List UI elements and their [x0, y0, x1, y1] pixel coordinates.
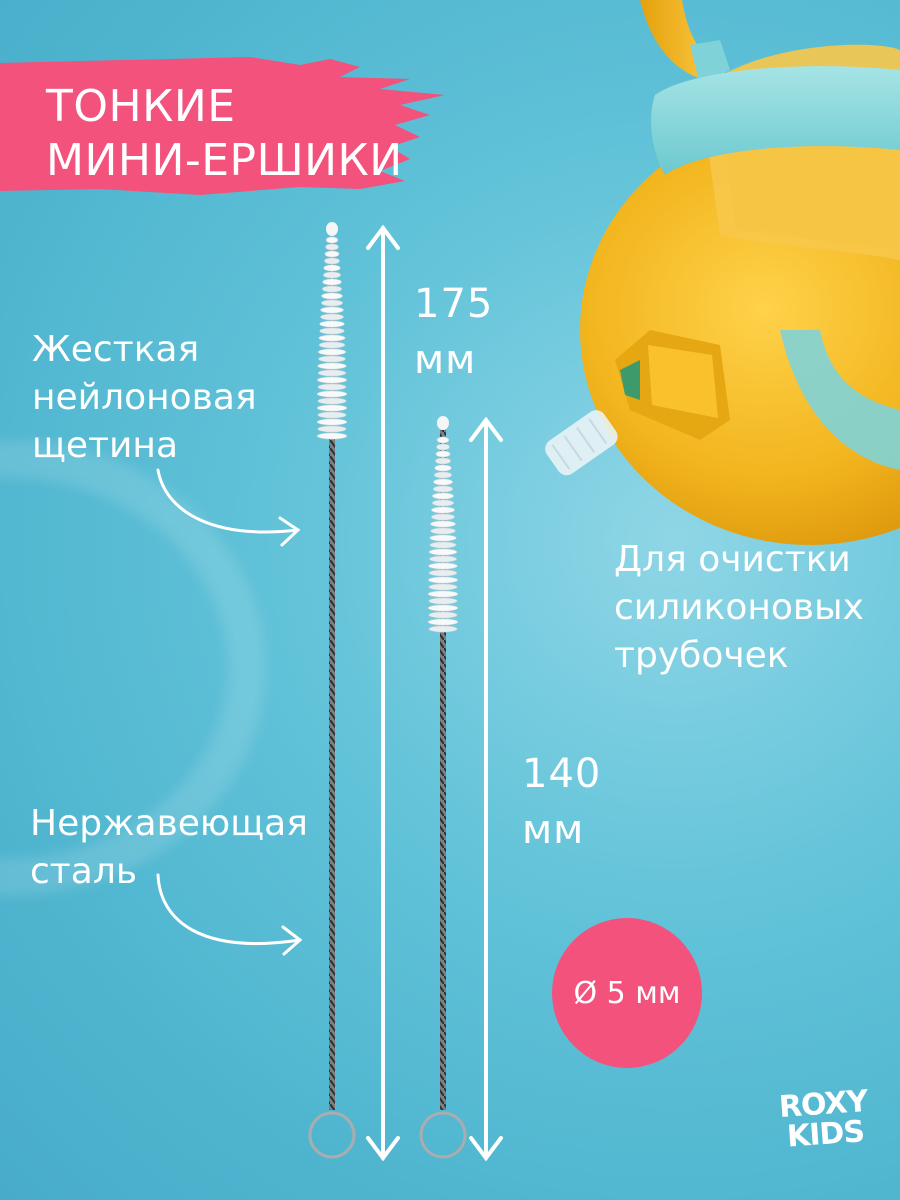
bristle — [430, 513, 456, 521]
bristle — [428, 611, 458, 619]
bristle — [428, 625, 458, 633]
bristle — [324, 257, 340, 265]
brand-logo: ROXY KIDS — [777, 1083, 869, 1155]
bristle — [427, 576, 459, 584]
bristle — [431, 492, 455, 500]
bristle — [428, 597, 458, 605]
bristle — [320, 313, 344, 321]
curved-arrow-bristle — [156, 468, 301, 547]
bristle — [319, 327, 345, 335]
bristle — [428, 569, 458, 577]
curved-arrow-steel — [156, 873, 303, 956]
bristle — [436, 436, 450, 444]
bristle — [317, 397, 347, 405]
cleaning-label: Для очистки силиконовых трубочек — [614, 539, 864, 676]
bristle — [320, 299, 344, 307]
title: ТОНКИЕ МИНИ-ЕРШИКИ — [46, 80, 403, 188]
bristle — [316, 390, 348, 398]
bristle — [429, 555, 457, 563]
bristle — [433, 471, 453, 479]
bristle-label: Жесткая нейлоновая щетина — [32, 329, 257, 466]
steel-label: Нержавеющая сталь — [30, 803, 308, 892]
bristle — [430, 506, 456, 514]
bristle — [316, 376, 348, 384]
bristle — [430, 520, 456, 528]
bristle — [321, 285, 343, 293]
diameter-badge: Ø 5 мм — [552, 918, 702, 1068]
bristle — [431, 499, 455, 507]
dimension-arrow-long — [366, 224, 400, 1162]
diameter-text: Ø 5 мм — [573, 975, 681, 1011]
measurement-short: 140 мм — [522, 751, 602, 853]
bristle — [317, 425, 347, 433]
bristle — [427, 590, 459, 598]
bristle — [321, 292, 343, 300]
bristle — [316, 418, 348, 426]
bristle — [318, 355, 346, 363]
bristle — [429, 541, 457, 549]
bristle — [317, 348, 347, 356]
long-brush-icon — [308, 222, 356, 1159]
bristle — [318, 334, 346, 342]
bristle — [434, 464, 452, 472]
bristle — [318, 341, 346, 349]
bristle — [316, 404, 348, 412]
bristle — [428, 548, 458, 556]
bristle — [436, 443, 450, 451]
bristle — [317, 362, 347, 370]
bristle — [325, 236, 339, 244]
bristle — [322, 278, 342, 286]
bristle — [430, 527, 456, 535]
bristle — [319, 320, 345, 328]
dimension-arrow-short — [469, 416, 503, 1162]
bristle — [323, 264, 341, 272]
bristle — [317, 383, 347, 391]
bristle — [432, 485, 454, 493]
bristle — [320, 306, 344, 314]
bristle — [429, 534, 457, 542]
title-line-2: МИНИ-ЕРШИКИ — [46, 135, 403, 186]
bristle — [428, 583, 458, 591]
bristle — [324, 250, 340, 258]
bristle — [427, 618, 459, 626]
bristle — [428, 562, 458, 570]
measurement-long: 175 мм — [414, 281, 494, 383]
bristle — [322, 271, 342, 279]
bristle — [427, 604, 459, 612]
title-line-1: ТОНКИЕ — [46, 81, 236, 132]
bristle — [317, 411, 347, 419]
bristle — [433, 478, 453, 486]
banner-shape — [0, 57, 445, 195]
title-banner — [0, 57, 445, 195]
bristle — [317, 369, 347, 377]
short-brush-icon — [419, 416, 467, 1159]
bristle — [434, 457, 452, 465]
bristle — [435, 450, 451, 458]
bristle — [316, 432, 348, 440]
bristle — [325, 243, 339, 251]
